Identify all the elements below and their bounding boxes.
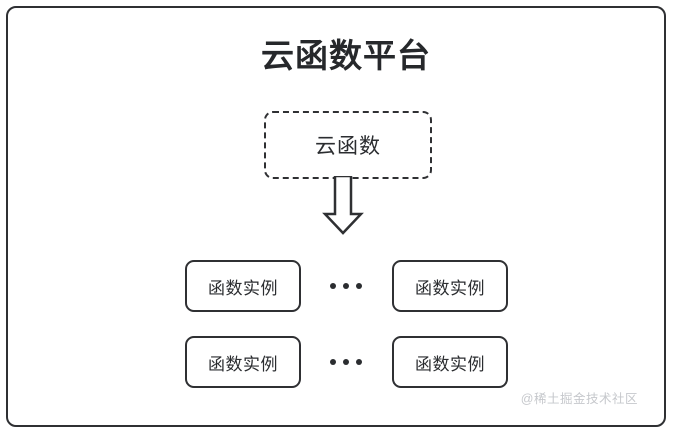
cloud-function-label: 云函数 [315,135,381,158]
ellipsis-indicator [310,260,382,312]
ellipsis-dot [343,359,349,365]
cloud-function-node: 云函数 [264,111,432,179]
function-instance-label: 函数实例 [208,354,278,374]
function-instance-label: 函数实例 [208,278,278,298]
function-instance-box: 函数实例 [392,260,508,312]
instance-row: 函数实例 函数实例 [8,336,676,388]
watermark: @稀土掘金技术社区 [520,392,638,406]
platform-frame: 云函数平台 云函数 函数实例 函数实例 函数实例 [6,6,666,427]
function-instance-label: 函数实例 [415,278,485,298]
ellipsis-dot [356,359,362,365]
function-instance-box: 函数实例 [185,336,301,388]
page-title: 云函数平台 [261,37,431,74]
instance-row: 函数实例 函数实例 [8,260,676,312]
function-instance-box: 函数实例 [185,260,301,312]
ellipsis-indicator [310,336,382,388]
ellipsis-dot [356,283,362,289]
ellipsis-dot [343,283,349,289]
ellipsis-dot [330,283,336,289]
function-instance-box: 函数实例 [392,336,508,388]
arrow-down-block-icon [321,174,365,236]
ellipsis-dot [330,359,336,365]
function-instance-label: 函数实例 [415,354,485,374]
